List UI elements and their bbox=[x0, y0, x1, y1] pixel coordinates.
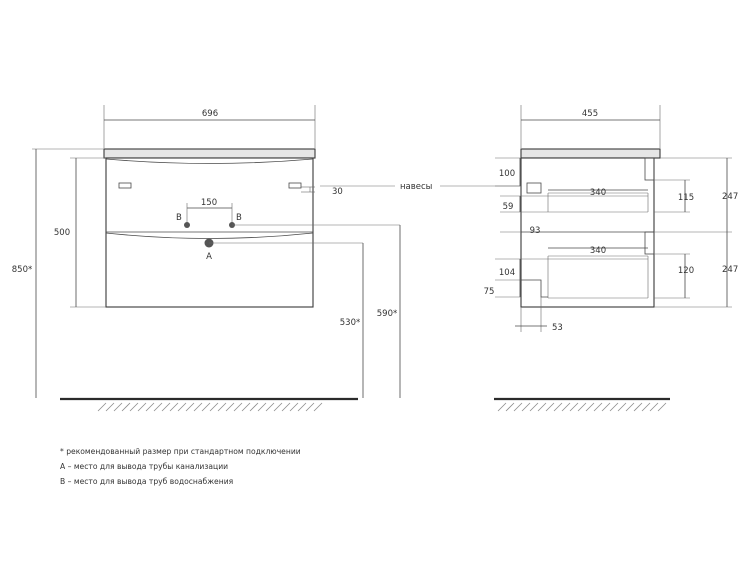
dim-150-label: 150 bbox=[201, 198, 217, 208]
note-water-b: В – место для вывода труб водоснабжения bbox=[60, 477, 233, 486]
dim-340-bottom-label: 340 bbox=[590, 246, 606, 256]
point-a-label: A bbox=[206, 252, 212, 262]
side-floor-hatch bbox=[497, 402, 667, 412]
drawer-curve bbox=[105, 232, 314, 239]
dim-30-label: 30 bbox=[332, 187, 343, 197]
note-drain-a: А – место для вывода трубы канализации bbox=[60, 462, 228, 471]
front-cabinet-body bbox=[105, 157, 314, 308]
point-b-left-label: B bbox=[176, 213, 182, 223]
point-b-right-label: B bbox=[236, 213, 242, 223]
dim-455-label: 455 bbox=[582, 109, 598, 119]
dim-75-label: 75 bbox=[484, 287, 495, 297]
dim-120-label: 120 bbox=[678, 266, 694, 276]
dim-93-label: 93 bbox=[530, 226, 541, 236]
dim-100-label: 100 bbox=[499, 169, 515, 179]
hangers-label: навесы bbox=[400, 182, 432, 192]
side-view: 455 100 59 93 bbox=[484, 105, 738, 412]
side-cabinet-body bbox=[520, 157, 655, 308]
hanger-right-icon bbox=[288, 182, 302, 189]
dim-530-label: 530* bbox=[340, 318, 360, 328]
note-recommended: * рекомендованный размер при стандартном… bbox=[60, 447, 301, 456]
dim-247-top-label: 247 bbox=[722, 192, 738, 202]
front-view: 696 30 навесы 150 B B A bbox=[12, 105, 530, 412]
hanger-left-icon bbox=[118, 182, 132, 189]
dim-850-label: 850* bbox=[12, 265, 32, 275]
notes: * рекомендованный размер при стандартном… bbox=[60, 447, 301, 486]
dim-340-top-label: 340 bbox=[590, 188, 606, 198]
dim-115-label: 115 bbox=[678, 193, 694, 203]
dim-696-label: 696 bbox=[202, 109, 218, 119]
dim-59-label: 59 bbox=[503, 202, 514, 212]
basin-curve bbox=[105, 158, 314, 164]
dim-247-bottom-label: 247 bbox=[722, 265, 738, 275]
front-countertop bbox=[103, 148, 316, 159]
dim-53-label: 53 bbox=[552, 323, 563, 333]
dim-590-label: 590* bbox=[377, 309, 397, 319]
dim-104-label: 104 bbox=[499, 268, 515, 278]
front-floor-hatch bbox=[97, 402, 323, 412]
side-hanger-icon bbox=[526, 182, 542, 194]
dim-500-label: 500 bbox=[54, 228, 70, 238]
side-countertop bbox=[520, 148, 661, 159]
water-outlet-b-left bbox=[184, 222, 190, 228]
